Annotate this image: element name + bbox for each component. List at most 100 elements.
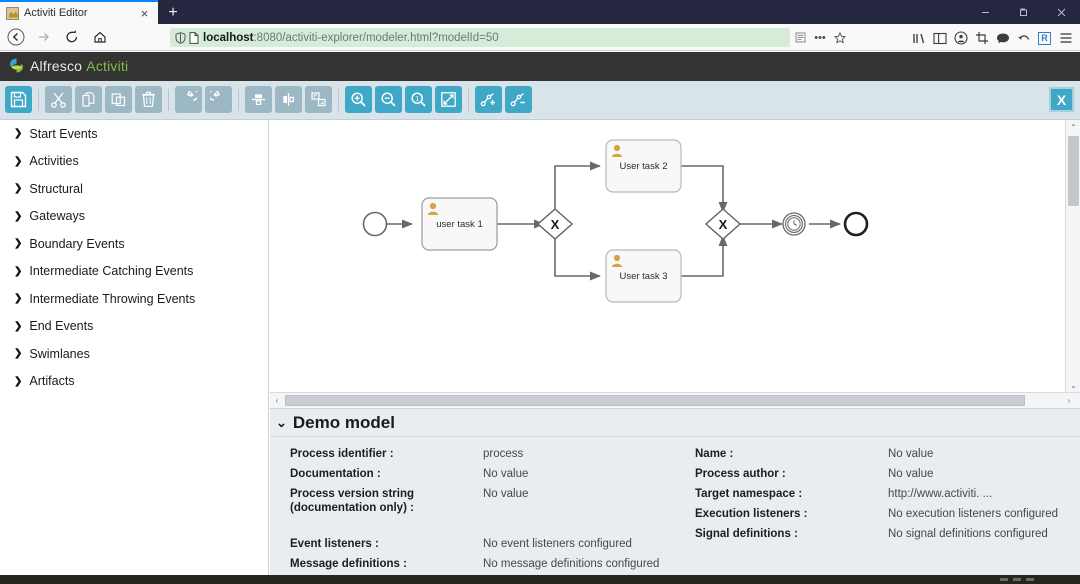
end-event-shape[interactable] — [843, 211, 869, 237]
maximize-button[interactable] — [1004, 0, 1042, 24]
properties-header[interactable]: ⌄ Demo model — [270, 409, 1080, 437]
property-value[interactable]: No value — [888, 468, 934, 480]
property-value[interactable]: http://www.activiti. ... — [888, 488, 993, 500]
exclusive-gateway-join-shape[interactable]: X — [704, 207, 742, 241]
zoom-fit-button[interactable] — [435, 86, 462, 113]
palette-item-label: End Events — [29, 319, 94, 334]
close-editor-button[interactable]: X — [1049, 87, 1074, 112]
page-actions-icon[interactable]: ••• — [814, 31, 826, 44]
palette-item-label: Swimlanes — [29, 346, 90, 361]
property-value[interactable]: No value — [483, 488, 529, 500]
scroll-up-icon[interactable]: ⌃ — [1070, 122, 1077, 132]
forward-icon[interactable] — [32, 25, 56, 49]
palette-item-start-events[interactable]: ❯ Start Events — [0, 120, 268, 148]
scroll-left-icon[interactable]: ‹ — [275, 396, 279, 405]
taskbar-item[interactable] — [1026, 578, 1034, 581]
home-icon[interactable] — [88, 25, 112, 49]
palette-item-label: Intermediate Throwing Events — [29, 291, 196, 306]
property-value[interactable]: No event listeners configured — [483, 538, 632, 550]
undo-button[interactable] — [205, 86, 232, 113]
close-button[interactable] — [1042, 0, 1080, 24]
toolbar-divider-4 — [338, 88, 339, 111]
copy-button[interactable] — [75, 86, 102, 113]
zoom-in-button[interactable] — [345, 86, 372, 113]
scroll-down-icon[interactable]: ⌄ — [1070, 380, 1077, 390]
sidebar-icon[interactable] — [929, 27, 950, 49]
screenshot-icon[interactable] — [971, 27, 992, 49]
palette-item-activities[interactable]: ❯ Activities — [0, 148, 268, 176]
canvas-vertical-scrollbar[interactable]: ⌃ ⌄ — [1065, 120, 1080, 392]
library-icon[interactable] — [908, 27, 929, 49]
paste-button[interactable] — [105, 86, 132, 113]
property-row: Target namespace : http://www.activiti. … — [695, 487, 1080, 501]
start-event-shape[interactable] — [362, 211, 388, 237]
property-value[interactable]: No message definitions configured — [483, 558, 660, 570]
remove-bendpoint-button[interactable] — [505, 86, 532, 113]
property-value[interactable]: No value — [888, 448, 934, 460]
align-horizontal-button[interactable] — [245, 86, 272, 113]
chevron-right-icon: ❯ — [14, 155, 23, 167]
zoom-actual-button[interactable]: 1 — [405, 86, 432, 113]
pocket-icon[interactable] — [950, 27, 971, 49]
bpmn-canvas[interactable]: user task 1 X User task 2 — [270, 120, 1080, 392]
palette-item-boundary-events[interactable]: ❯ Boundary Events — [0, 230, 268, 258]
exclusive-gateway-split-shape[interactable]: X — [536, 207, 574, 241]
brand[interactable]: Alfresco Activiti — [8, 57, 128, 74]
minimize-button[interactable] — [966, 0, 1004, 24]
palette-item-structural[interactable]: ❯ Structural — [0, 175, 268, 203]
add-bendpoint-button[interactable] — [475, 86, 502, 113]
redo-button[interactable] — [175, 86, 202, 113]
reader-mode-icon[interactable] — [790, 28, 810, 47]
chevron-right-icon: ❯ — [14, 238, 23, 250]
property-row: Name : No value — [695, 447, 1080, 461]
chevron-right-icon: ❯ — [14, 128, 23, 140]
browser-toolbar-icons: R — [908, 27, 1076, 49]
close-icon[interactable]: × — [140, 5, 149, 21]
extension-badge-r[interactable]: R — [1034, 27, 1055, 49]
horizontal-scroll-thumb[interactable] — [285, 395, 1025, 406]
align-vertical-button[interactable] — [275, 86, 302, 113]
palette-item-intermediate-throwing-events[interactable]: ❯ Intermediate Throwing Events — [0, 285, 268, 313]
chevron-down-icon: ⌄ — [276, 414, 287, 430]
cut-button[interactable] — [45, 86, 72, 113]
zoom-out-button[interactable] — [375, 86, 402, 113]
history-back-icon[interactable] — [1013, 27, 1034, 49]
properties-column-right: Name : No value Process author : No valu… — [675, 440, 1080, 570]
save-button[interactable] — [5, 86, 32, 113]
palette-item-gateways[interactable]: ❯ Gateways — [0, 203, 268, 231]
user-task-1-shape[interactable]: user task 1 — [421, 197, 498, 251]
canvas-horizontal-scrollbar[interactable]: ‹ › — [270, 392, 1080, 408]
palette-item-swimlanes[interactable]: ❯ Swimlanes — [0, 340, 268, 368]
property-value[interactable]: No value — [483, 468, 529, 480]
hamburger-menu-icon[interactable] — [1055, 27, 1076, 49]
palette-item-artifacts[interactable]: ❯ Artifacts — [0, 368, 268, 396]
property-row: Process author : No value — [695, 467, 1080, 481]
taskbar-items — [1000, 578, 1034, 581]
user-task-3-shape[interactable]: User task 3 — [605, 249, 682, 303]
delete-button[interactable] — [135, 86, 162, 113]
property-value[interactable]: No signal definitions configured — [888, 528, 1048, 540]
intermediate-timer-event-shape[interactable] — [782, 212, 806, 236]
property-label: Target namespace : — [695, 488, 803, 500]
palette-item-label: Boundary Events — [29, 236, 125, 251]
property-value[interactable]: No execution listeners configured — [888, 508, 1059, 520]
chevron-right-icon: ❯ — [14, 375, 23, 387]
back-icon[interactable] — [4, 25, 28, 49]
browser-tab[interactable]: Activiti Editor × — [0, 0, 158, 24]
same-size-button[interactable] — [305, 86, 332, 113]
taskbar-item[interactable] — [1013, 578, 1021, 581]
chevron-right-icon: ❯ — [14, 183, 23, 195]
taskbar-item[interactable] — [1000, 578, 1008, 581]
user-task-2-shape[interactable]: User task 2 — [605, 139, 682, 193]
property-value[interactable]: process — [483, 448, 524, 460]
palette-item-intermediate-catching-events[interactable]: ❯ Intermediate Catching Events — [0, 258, 268, 286]
new-tab-button[interactable]: + — [168, 4, 178, 21]
url-bar[interactable]: localhost:8080/activiti-explorer/modeler… — [170, 28, 790, 47]
scroll-right-icon[interactable]: › — [1067, 396, 1071, 405]
user-task-1-label: user task 1 — [436, 219, 482, 230]
reload-icon[interactable] — [60, 25, 84, 49]
chat-icon[interactable] — [992, 27, 1013, 49]
palette-item-end-events[interactable]: ❯ End Events — [0, 313, 268, 341]
bookmark-star-icon[interactable] — [830, 28, 850, 47]
vertical-scroll-thumb[interactable] — [1068, 136, 1079, 206]
